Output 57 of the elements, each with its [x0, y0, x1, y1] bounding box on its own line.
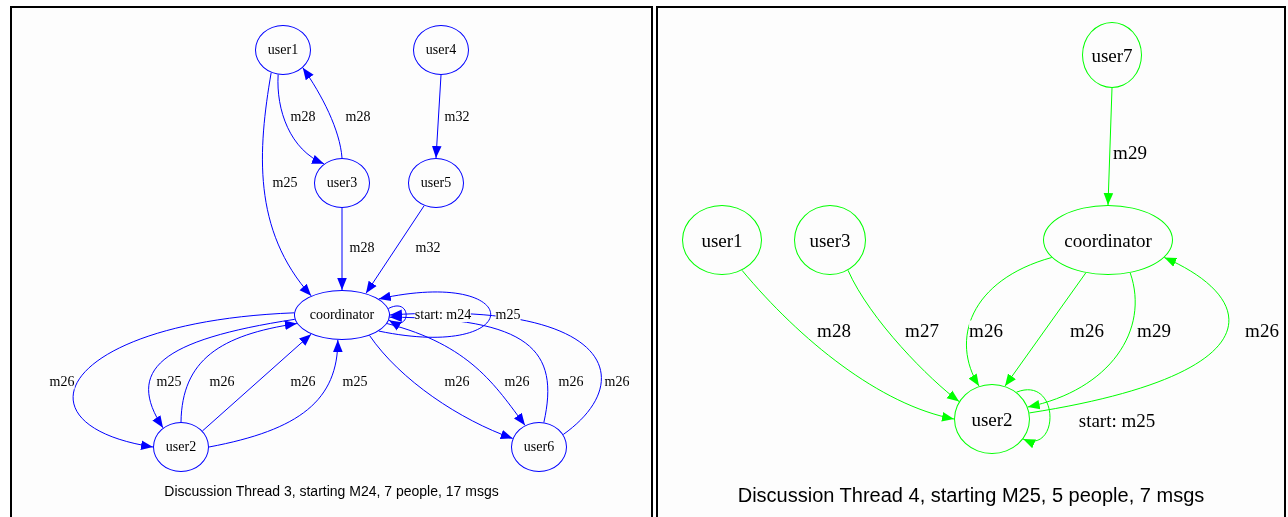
edge-label: m26 [504, 375, 530, 389]
edge-label: m25 [272, 176, 298, 190]
arrow [73, 312, 295, 450]
arrow [378, 291, 492, 338]
edge-label: m25 [495, 308, 521, 322]
arrow [337, 207, 347, 291]
node-label: user7 [1091, 45, 1133, 65]
edge-label: m28 [349, 241, 375, 255]
arrow [1004, 272, 1087, 387]
arrow [201, 333, 312, 432]
node-label: coordinator [309, 308, 375, 322]
edge-label: m28 [345, 110, 371, 124]
edge-label: m28 [290, 110, 316, 124]
arrow [386, 323, 526, 426]
edge-label: m26 [49, 375, 75, 389]
edge-label: m32 [444, 110, 470, 124]
arrow [1103, 87, 1114, 206]
edge-label: start: m24 [414, 308, 472, 322]
arrow [277, 74, 325, 165]
arrow [302, 67, 343, 159]
diagram-panel [656, 6, 1286, 517]
node-label: user5 [420, 176, 452, 190]
arrow [148, 318, 296, 429]
node-label: coordinator [1064, 230, 1152, 250]
node-label: user1 [267, 43, 299, 57]
arrow [1027, 272, 1136, 409]
arrow [262, 72, 312, 297]
edge-label: m26 [969, 320, 1003, 340]
node-label: user6 [523, 440, 555, 454]
arrow [431, 74, 442, 159]
edge-label: m26 [444, 375, 470, 389]
arrow [1015, 389, 1051, 447]
arrow [208, 339, 342, 448]
edge-label: m26 [604, 375, 630, 389]
arrow [180, 320, 298, 423]
panel-caption: Discussion Thread 3, starting M24, 7 people, 17 msgs [163, 482, 500, 501]
arrow [365, 205, 425, 294]
node-label: user2 [165, 440, 197, 454]
arrow [741, 269, 955, 421]
node-label: user2 [971, 409, 1013, 429]
edge-label: m25 [156, 375, 182, 389]
panel-caption: Discussion Thread 4, starting M25, 5 people, 7 msgs [736, 483, 1206, 508]
node-label: user4 [425, 43, 457, 57]
diagram-panel [10, 6, 653, 517]
node-label: user3 [326, 176, 358, 190]
edge-label: m26 [290, 375, 316, 389]
node-label: user1 [701, 230, 743, 250]
node-label: user3 [809, 230, 851, 250]
edge-label: m26 [209, 375, 235, 389]
arrow [369, 335, 514, 439]
arrow [1028, 257, 1230, 414]
edge-label: m25 [342, 375, 368, 389]
arrow [966, 257, 1053, 387]
arrow [847, 269, 960, 402]
edge-label: m32 [415, 241, 441, 255]
arrow [387, 305, 407, 330]
edge-label: m26 [558, 375, 584, 389]
